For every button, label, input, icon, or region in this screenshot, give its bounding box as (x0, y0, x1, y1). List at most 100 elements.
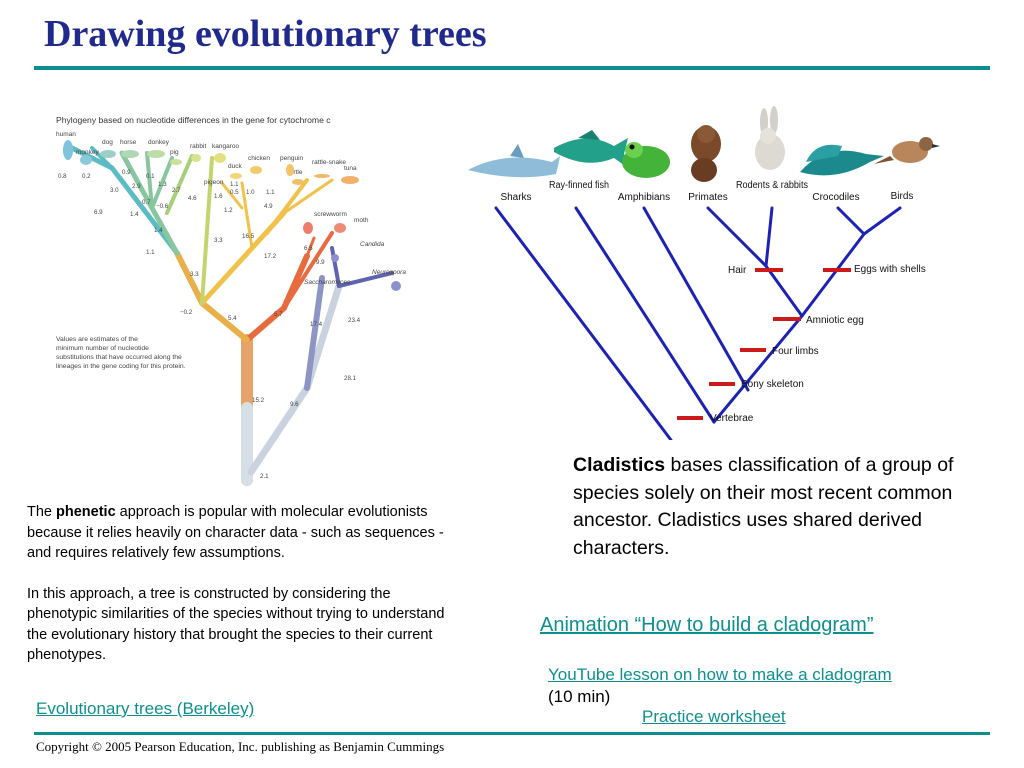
taxon-birds: Birds (891, 191, 914, 202)
branch-value: 5.7 (274, 311, 283, 318)
taxon-horse: horse (120, 139, 137, 146)
taxon-donkey: donkey (148, 139, 170, 146)
phenetic-paragraph-1: The phenetic approach is popular with mo… (27, 504, 444, 561)
taxon-primates: Primates (688, 192, 727, 203)
taxon-amphibians: Amphibians (618, 192, 670, 203)
primate-icon (691, 125, 721, 182)
branch-value: 3.3 (214, 237, 223, 244)
branch-value: 1.6 (214, 193, 223, 200)
branch-value: 4.9 (264, 203, 273, 210)
branch-values: 0.8 0.2 0.9 0.1 3.0 2.9 1.3 2.7 0.7 −0.6… (58, 169, 361, 480)
branch-value: 6.9 (94, 209, 103, 216)
berkeley-link[interactable]: Evolutionary trees (Berkeley) (36, 699, 255, 718)
taxon-penguin: penguin (280, 155, 304, 162)
branch-value: 23.4 (348, 317, 361, 324)
branch-value: 0.9 (122, 169, 131, 176)
organism-silhouettes (63, 140, 401, 291)
note-line: lineages in the gene coding for this pro… (56, 363, 186, 370)
branch-value: 0.1 (146, 173, 155, 180)
animation-link[interactable]: Animation “How to build a cladogram” (540, 614, 874, 636)
cladogram-animals (468, 106, 940, 182)
taxon-pig: pig (170, 149, 179, 156)
phenetic-term: phenetic (56, 504, 116, 520)
cladogram-branches (494, 206, 902, 440)
copyright-notice: Copyright © 2005 Pearson Education, Inc.… (36, 739, 445, 754)
branch-value: 3.3 (190, 271, 199, 278)
phylogeny-title: Phylogeny based on nucleotide difference… (56, 115, 331, 125)
branch-value: 0.5 (230, 189, 239, 196)
taxon-rodents-rabbits: Rodents & rabbits (736, 180, 808, 191)
taxon-candida: Candida (360, 241, 385, 248)
branch-value: 1.4 (130, 211, 139, 218)
amphibian-icon (622, 142, 670, 178)
phylogeny-taxa: human monkey dog horse donkey pig rabbit… (56, 131, 406, 286)
practice-worksheet-link[interactable]: Practice worksheet (642, 707, 786, 726)
taxon-turtle: turtle (288, 169, 303, 176)
phenetic-description: The phenetic approach is popular with mo… (27, 502, 447, 686)
note-line: substitutions that have occurred along t… (56, 354, 182, 361)
rabbit-icon (755, 106, 785, 170)
cladogram-figure: Sharks Ray-finned fish Amphibians Primat… (468, 106, 940, 440)
footer-divider (34, 732, 990, 735)
branch-value: 1.4 (154, 227, 163, 234)
branch-value: 0.8 (58, 173, 67, 180)
branch-value: 2.1 (260, 473, 269, 480)
slide-title: Drawing evolutionary trees (44, 13, 487, 55)
branch-value: 0.7 (142, 199, 151, 206)
youtube-duration: (10 min) (548, 687, 611, 706)
taxon-sharks: Sharks (500, 192, 531, 203)
phenetic-paragraph-2: In this approach, a tree is constructed … (27, 585, 445, 664)
taxon-monkey: monkey (76, 149, 100, 156)
taxon-tuna: tuna (344, 165, 357, 172)
character-eggs-with-shells: Eggs with shells (854, 264, 926, 275)
branch-value: 0.2 (82, 173, 91, 180)
character-four-limbs: Four limbs (772, 346, 819, 357)
character-vertebrae: Vertebrae (710, 413, 754, 424)
cladistics-description: Cladistics bases classification of a gro… (573, 454, 954, 559)
branch-value: 5.4 (228, 315, 237, 322)
branch-value: 1.1 (146, 249, 155, 256)
taxon-kangaroo: kangaroo (212, 143, 239, 150)
taxon-saccharomyces: Saccharomyces (304, 279, 351, 286)
branch-value: 28.1 (344, 375, 357, 382)
branch-value: 4.6 (188, 195, 197, 202)
branch-value: 17.4 (310, 321, 323, 328)
branch-value: 1.1 (266, 189, 275, 196)
taxon-pigeon: pigeon (204, 179, 224, 186)
branch-value: −0.6 (156, 203, 169, 210)
branch-value: 16.5 (242, 233, 255, 240)
taxon-dog: dog (102, 139, 113, 146)
taxon-ray-finned-fish: Ray-finned fish (549, 180, 609, 191)
branch-value: 9.9 (316, 259, 325, 266)
crocodile-icon (800, 144, 884, 176)
character-bony-skeleton: Bony skeleton (741, 379, 804, 390)
branch-value: 6.5 (304, 245, 313, 252)
taxon-rattlesnake: rattle-snake (312, 159, 346, 166)
taxon-neurospora: Neurospora (372, 269, 406, 276)
youtube-link[interactable]: YouTube lesson on how to make a cladogra… (548, 665, 892, 684)
branch-value: 2.7 (172, 187, 181, 194)
ray-finned-fish-icon (554, 130, 628, 168)
taxon-rabbit: rabbit (190, 143, 206, 150)
taxon-chicken: chicken (248, 155, 270, 162)
taxon-crocodiles: Crocodiles (812, 192, 859, 203)
phylogeny-branches (69, 145, 394, 486)
branch-value: 15.2 (252, 397, 265, 404)
note-line: minimum number of nucleotide (56, 345, 149, 352)
taxon-duck: duck (228, 163, 242, 170)
branch-value: 1.1 (230, 181, 239, 188)
note-line: Values are estimates of the (56, 336, 138, 343)
branch-value: 2.9 (132, 183, 141, 190)
character-hair: Hair (728, 265, 747, 276)
character-amniotic-egg: Amniotic egg (806, 315, 864, 326)
branch-value: 1.0 (246, 189, 255, 196)
taxon-screwworm: screwworm (314, 211, 347, 218)
branch-value: −0.2 (180, 309, 193, 316)
branch-value: 1.3 (158, 181, 167, 188)
cladistics-term: Cladistics (573, 454, 666, 476)
taxon-moth: moth (354, 217, 369, 224)
taxon-human: human (56, 131, 76, 138)
branch-value: 3.0 (110, 187, 119, 194)
cladogram-taxa: Sharks Ray-finned fish Amphibians Primat… (500, 180, 913, 203)
phylogeny-note: Values are estimates of the minimum numb… (56, 336, 186, 370)
